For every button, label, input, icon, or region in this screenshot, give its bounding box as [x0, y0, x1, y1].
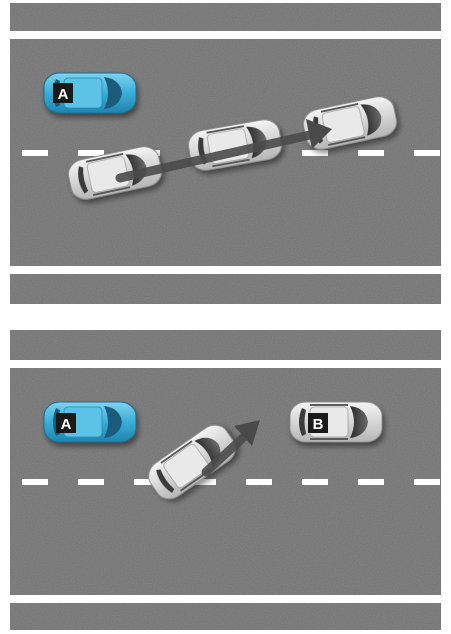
road-edge-line-upper — [10, 31, 441, 39]
scenario-bottom-panel: A B — [10, 330, 441, 630]
road-diagram-top: A — [10, 3, 441, 304]
car-b-label: B — [308, 413, 328, 433]
car-a-label: A — [56, 413, 76, 433]
svg-text:A: A — [61, 416, 72, 433]
road-edge-line-lower — [10, 595, 441, 603]
scenario-top-panel: A — [10, 3, 441, 304]
svg-text:B: B — [313, 416, 324, 433]
car-b-gray — [290, 402, 382, 442]
road-edge-line-upper — [10, 360, 441, 368]
car-a-label: A — [53, 83, 73, 103]
svg-text:A: A — [58, 86, 69, 103]
road-edge-line-lower — [10, 266, 441, 274]
road-diagram-bottom: A B — [10, 330, 441, 630]
